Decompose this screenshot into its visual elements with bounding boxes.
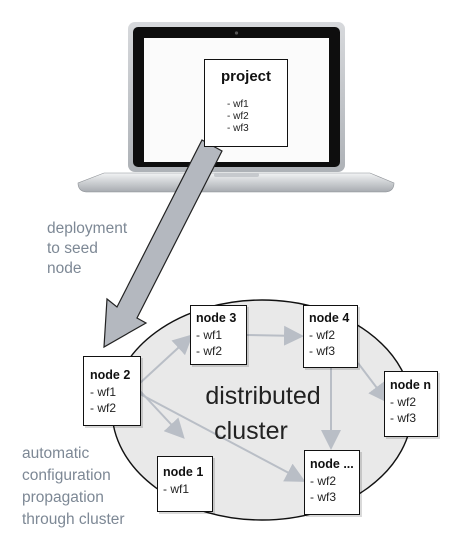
node-title: node n xyxy=(390,378,431,392)
node-dots-card: node ... wf2 wf3 xyxy=(304,450,360,515)
laptop-icon xyxy=(77,22,395,193)
node-title: node 4 xyxy=(309,311,350,325)
node-1-card: node 1 wf1 xyxy=(157,456,213,512)
project-workflow-item: wf2 xyxy=(227,111,287,123)
node-workflow-item: wf2 xyxy=(309,327,357,343)
node-workflow-list: wf2 wf3 xyxy=(390,394,437,426)
node-title: node 2 xyxy=(90,368,131,382)
node-title: node 3 xyxy=(196,311,237,325)
node-workflow-item: wf1 xyxy=(90,384,140,400)
deployment-label: deployment to seed node xyxy=(47,220,128,277)
node-workflow-list: wf1 xyxy=(163,481,212,497)
node-workflow-item: wf3 xyxy=(310,489,359,505)
node-workflow-item: wf2 xyxy=(90,400,140,416)
node-workflow-list: wf1 wf2 xyxy=(196,327,246,359)
project-workflow-item: wf1 xyxy=(227,99,287,111)
project-workflow-list: wf1 wf2 wf3 xyxy=(205,99,287,135)
deployment-arrow xyxy=(103,139,223,349)
node-workflow-list: wf1 wf2 xyxy=(90,384,140,416)
node-n-card: node n wf2 wf3 xyxy=(384,371,438,437)
node-workflow-item: wf2 xyxy=(196,343,246,359)
node-4-card: node 4 wf2 wf3 xyxy=(303,305,358,368)
node-workflow-item: wf3 xyxy=(390,410,437,426)
node-workflow-list: wf2 wf3 xyxy=(309,327,357,359)
project-card: project wf1 wf2 wf3 xyxy=(204,59,288,147)
node-2-card: node 2 wf1 wf2 xyxy=(83,356,141,426)
node-workflow-item: wf2 xyxy=(310,473,359,489)
node-title: node 1 xyxy=(163,465,204,479)
node-workflow-list: wf2 wf3 xyxy=(310,473,359,505)
node-workflow-item: wf1 xyxy=(163,481,212,497)
cluster-label-line2: cluster xyxy=(214,417,288,445)
project-workflow-item: wf3 xyxy=(227,123,287,135)
propagation-arrows xyxy=(139,325,389,482)
project-title: project xyxy=(220,68,271,85)
node-3-card: node 3 wf1 wf2 xyxy=(190,305,247,365)
node-workflow-item: wf1 xyxy=(196,327,246,343)
node-workflow-item: wf3 xyxy=(309,343,357,359)
node-title: node ... xyxy=(310,457,354,471)
propagation-label: automatic configuration propagation thro… xyxy=(22,445,125,528)
cluster-label-line1: distributed xyxy=(205,382,321,410)
node-workflow-item: wf2 xyxy=(390,394,437,410)
